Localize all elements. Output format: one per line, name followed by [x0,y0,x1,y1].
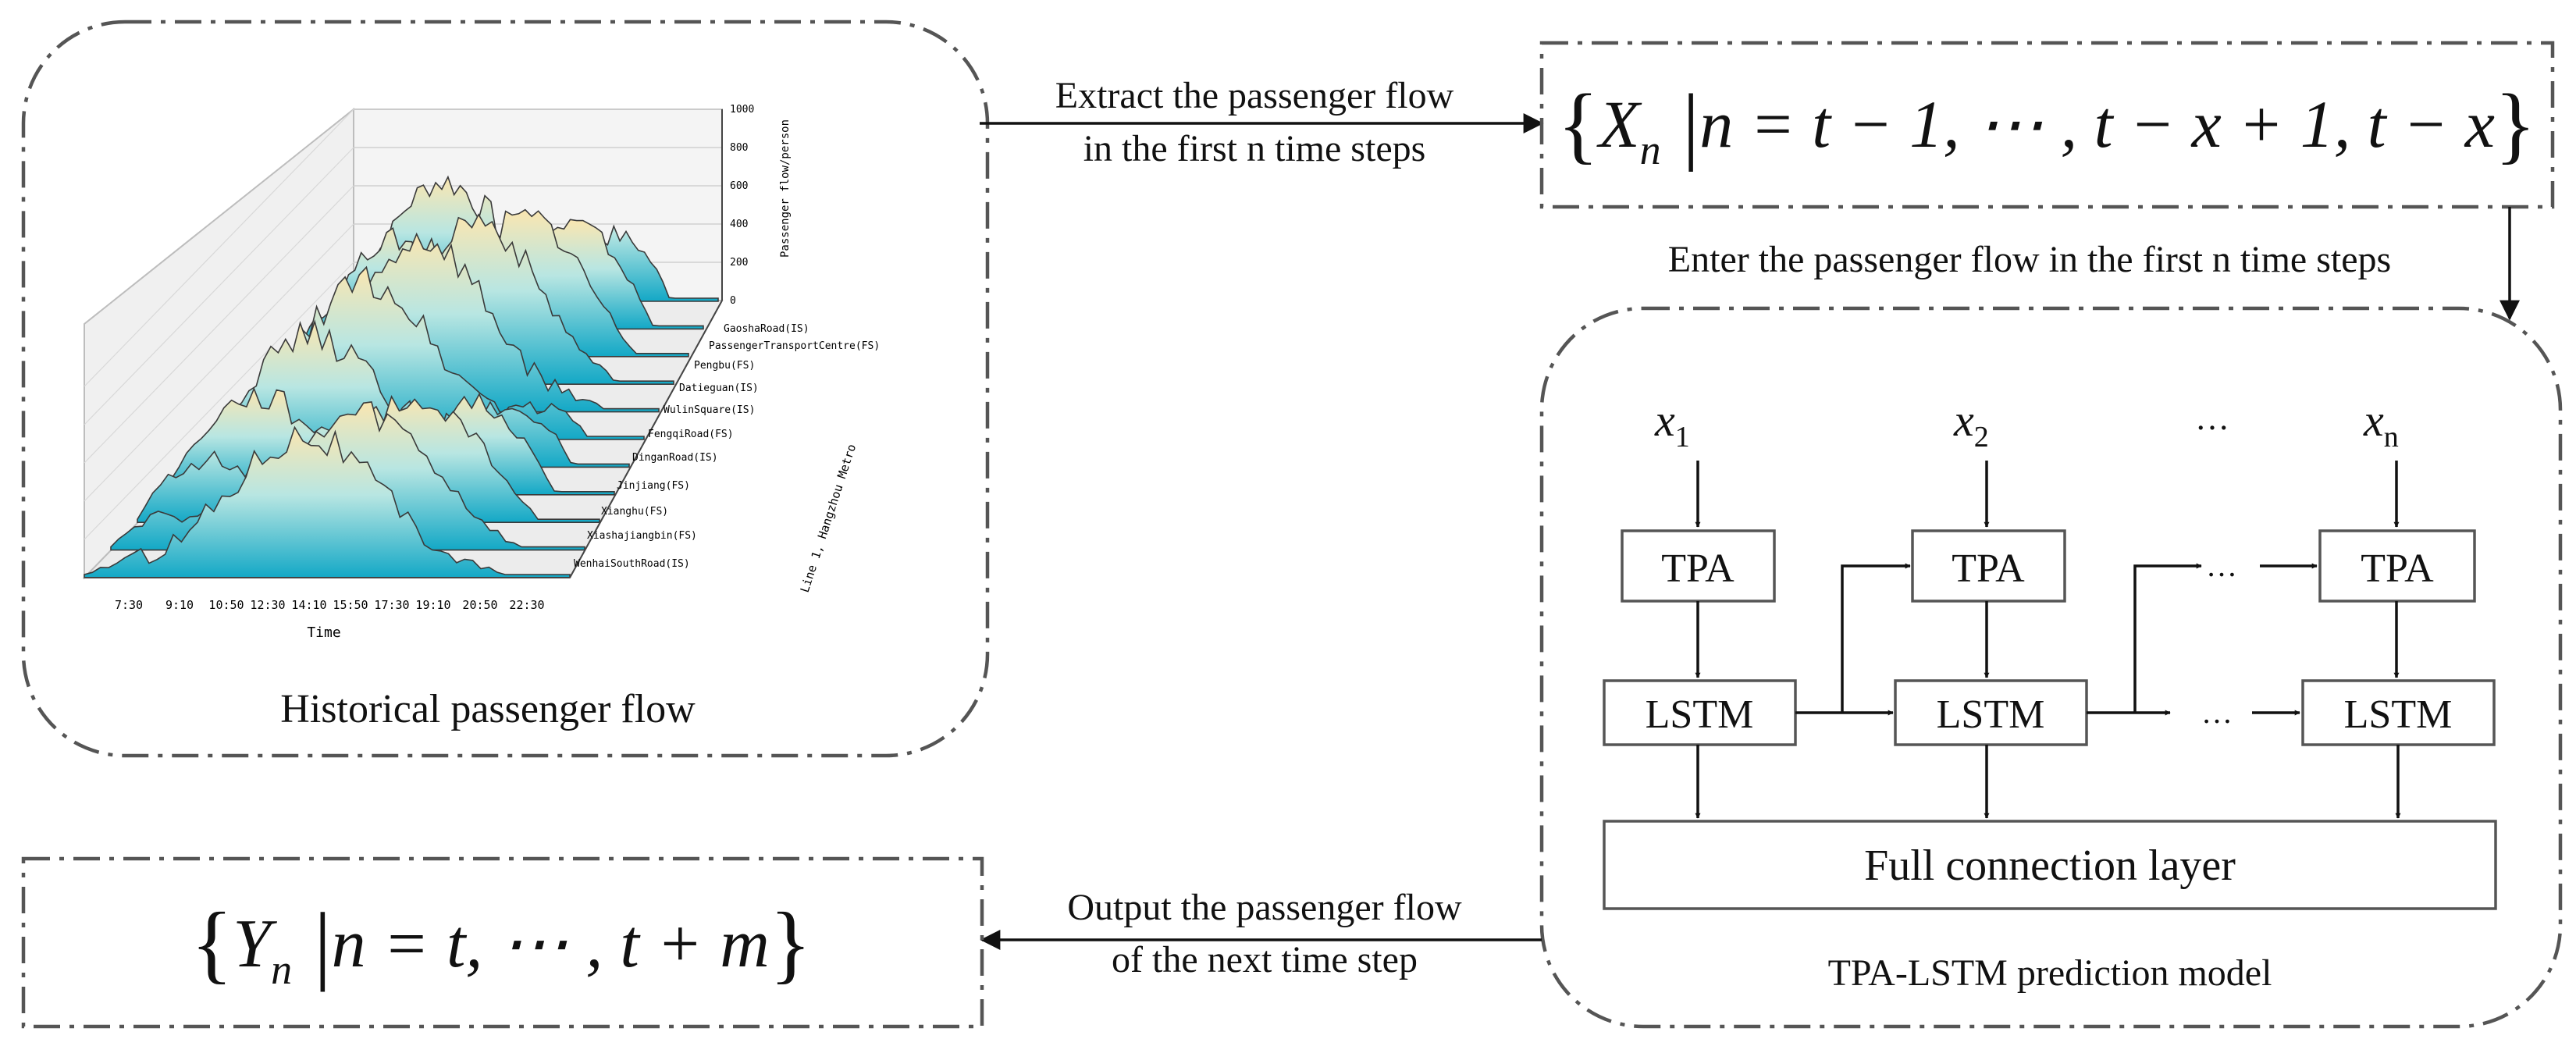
station-label: Xiashajiangbin(FS) [587,530,697,542]
z-tick-label: 800 [730,142,748,154]
station-axis-line [569,300,723,578]
z-tick-label: 200 [730,257,748,269]
station-label: PassengerTransportCentre(FS) [709,340,880,352]
fc-layer-box [1603,820,2497,910]
historical-flow-frame [21,20,990,758]
time-tick-label: 15:50 [333,598,368,612]
output-edge: Output the passenger flow of the next ti… [980,887,1542,980]
gridline [84,262,354,540]
gridline [84,185,354,464]
input-set-formula: {Xn |n = t − 1, ⋯ , t − x + 1, t − x} [1557,77,2535,173]
ellipsis-top: … [2206,548,2237,583]
station-label: Datieguan(IS) [679,383,759,394]
gridline [84,147,354,425]
output-set-frame [21,856,984,1029]
tpa-box-1-label: TPA [1661,546,1735,591]
tpa-box-2-label: TPA [1952,546,2025,591]
tpa-box-n [2318,529,2476,603]
extract-label-line-1: Extract the passenger flow [1055,75,1454,116]
arrow-lstm2-to-next-tpa [2133,563,2202,713]
input-xn: xn [2363,395,2399,454]
chart-ridges [84,175,719,578]
model-panel: x1 x2 … xn TPA TPA TPA LSTM LSTM LSTM … … [1539,306,2563,1029]
z-axis-label: Passenger flow/person [779,119,792,258]
lstm-box-2-label: LSTM [1937,692,2045,737]
tpa-box-n-label: TPA [2361,546,2434,591]
tpa-box-2 [1911,529,2066,603]
output-label-line-2: of the next time step [1112,939,1418,980]
z-tick-label: 0 [730,295,736,307]
output-label-line-1: Output the passenger flow [1067,887,1462,928]
gridline [84,109,354,387]
time-tick-label: 22:30 [509,598,544,612]
extract-label-line-2: in the first n time steps [1083,128,1426,169]
station-labels: GaoshaRoad(IS) PassengerTransportCentre(… [574,323,880,570]
time-tick-label: 19:10 [415,598,450,612]
tpa-box-1 [1621,529,1776,603]
output-set-formula: {Yn |n = t, ⋯ , t + m} [190,895,811,993]
station-label: WulinSquare(IS) [664,404,755,416]
station-label: Pengbu(FS) [694,360,755,372]
historical-flow-panel: 0 200 400 600 800 1000 Passenger flow/pe… [21,20,990,758]
station-label: DinganRoad(IS) [632,452,718,464]
ellipsis-bottom: … [2201,695,2233,730]
historical-flow-caption: Historical passenger flow [280,687,696,731]
gridline [84,223,354,502]
time-axis-ticks: 7:30 9:10 10:50 12:30 14:10 15:50 17:30 … [115,598,545,612]
station-label: GaoshaRoad(IS) [724,323,809,335]
station-label: WenhaiSouthRoad(IS) [574,558,690,570]
input-x2: x2 [1953,395,1989,454]
ridge-series [84,425,571,578]
lstm-box-2 [1894,679,2088,746]
time-tick-label: 14:10 [291,598,326,612]
enter-edge: Enter the passenger flow in the first n … [1668,207,2520,321]
time-tick-label: 20:50 [462,598,497,612]
station-label: Jinjiang(FS) [617,480,690,492]
time-tick-label: 9:10 [165,598,194,612]
model-caption: TPA-LSTM prediction model [1828,952,2272,994]
output-set-panel: {Yn |n = t, ⋯ , t + m} [21,856,984,1029]
enter-label: Enter the passenger flow in the first n … [1668,239,2391,280]
time-tick-label: 12:30 [250,598,285,612]
z-axis-ticks: 0 200 400 600 800 1000 [730,104,754,307]
ridgeline-3d-chart: 0 200 400 600 800 1000 Passenger flow/pe… [82,104,880,641]
time-axis-label: Time [307,624,340,641]
input-set-frame [1539,41,2555,209]
z-tick-label: 600 [730,180,748,192]
model-frame [1539,306,2563,1029]
lstm-box-1-label: LSTM [1646,692,1754,737]
input-x1: x1 [1654,395,1690,454]
time-tick-label: 7:30 [115,598,143,612]
time-tick-label: 17:30 [374,598,409,612]
extract-edge: Extract the passenger flow in the first … [980,75,1544,169]
lstm-box-n-label: LSTM [2344,692,2453,737]
input-set-panel: {Xn |n = t − 1, ⋯ , t − x + 1, t − x} [1539,41,2555,209]
station-axis-label: Line 1, Hangzhou Metro [798,443,859,595]
z-tick-label: 1000 [730,104,754,116]
input-ellipsis: … [2195,399,2229,437]
time-tick-label: 10:50 [208,598,244,612]
station-label: Xianghu(FS) [601,506,668,518]
station-label: FengqiRoad(FS) [648,429,734,440]
arrow-lstm1-to-tpa2 [1841,563,1911,713]
z-tick-label: 400 [730,219,748,230]
fc-layer-label: Full connection layer [1864,842,2236,890]
